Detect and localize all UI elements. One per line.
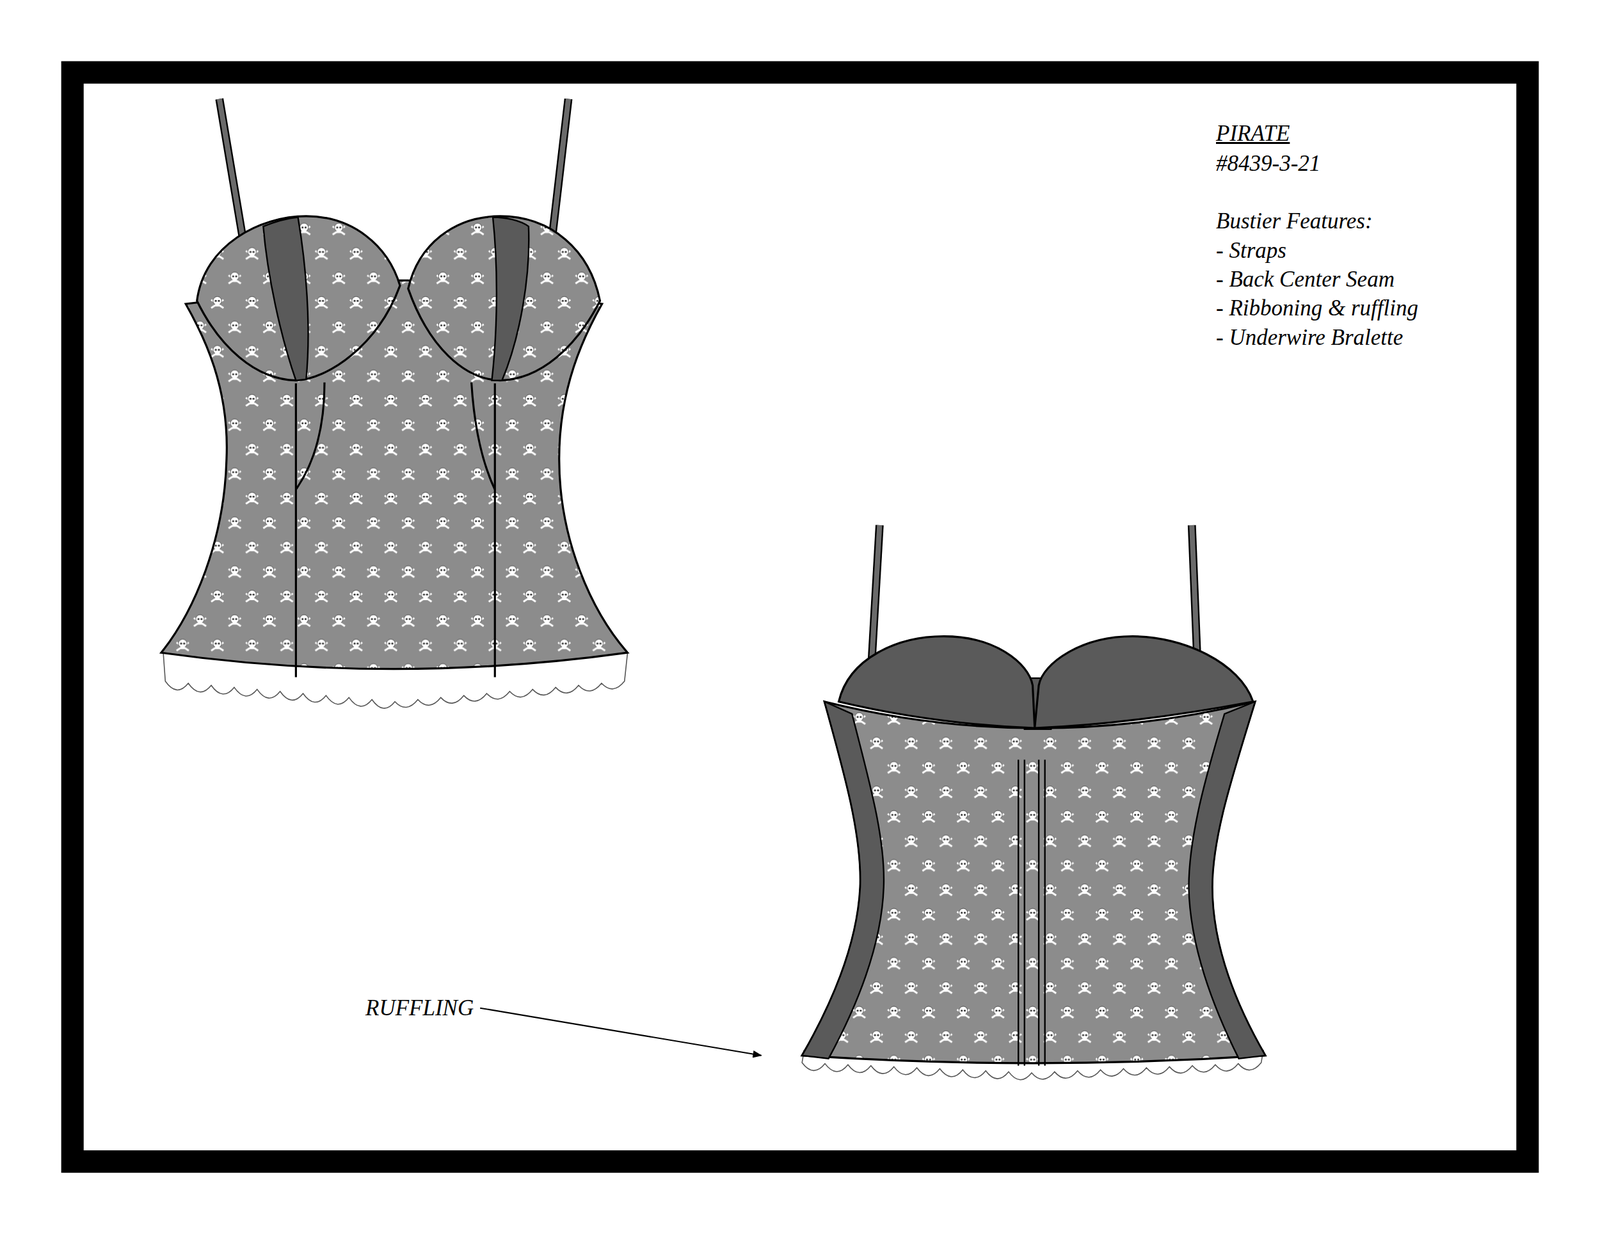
frame-border bbox=[61, 61, 1540, 1174]
side-panel bbox=[801, 702, 884, 1060]
feature-item: - Underwire Bralette bbox=[1216, 324, 1403, 352]
cup bbox=[197, 216, 400, 381]
back-bustier bbox=[801, 525, 1266, 1081]
strap bbox=[552, 99, 569, 239]
side-panel bbox=[1188, 702, 1266, 1060]
style-number: #8439-3-21 bbox=[1216, 150, 1321, 178]
cup bbox=[408, 216, 601, 381]
cup-ribbon bbox=[263, 217, 308, 381]
center-back-seam bbox=[1024, 760, 1026, 1067]
feature-item: - Straps bbox=[1216, 237, 1287, 265]
strap-outline bbox=[552, 99, 569, 239]
seam bbox=[295, 382, 325, 490]
feature-item: - Back Center Seam bbox=[1216, 266, 1395, 294]
front-bustier bbox=[161, 99, 628, 710]
center-back-seam bbox=[1043, 760, 1046, 1067]
seam bbox=[471, 382, 496, 490]
bodice bbox=[801, 702, 1266, 1064]
seam bbox=[494, 383, 496, 678]
style-title: PIRATE bbox=[1216, 120, 1290, 148]
callout-label: RUFFLING bbox=[365, 995, 474, 1023]
center-back-seam bbox=[1017, 760, 1019, 1067]
leader-line bbox=[480, 1008, 761, 1056]
features-heading: Bustier Features: bbox=[1216, 208, 1373, 235]
strap bbox=[219, 99, 244, 239]
center-back-seam bbox=[1038, 760, 1040, 1067]
cup bbox=[839, 636, 1035, 729]
strap-outline bbox=[219, 99, 244, 239]
frame-ground bbox=[83, 83, 1517, 1151]
cup bbox=[1034, 636, 1254, 729]
cup-ribbon bbox=[491, 217, 529, 381]
feature-item: - Ribboning & ruffling bbox=[1216, 295, 1419, 322]
seam bbox=[295, 383, 297, 678]
